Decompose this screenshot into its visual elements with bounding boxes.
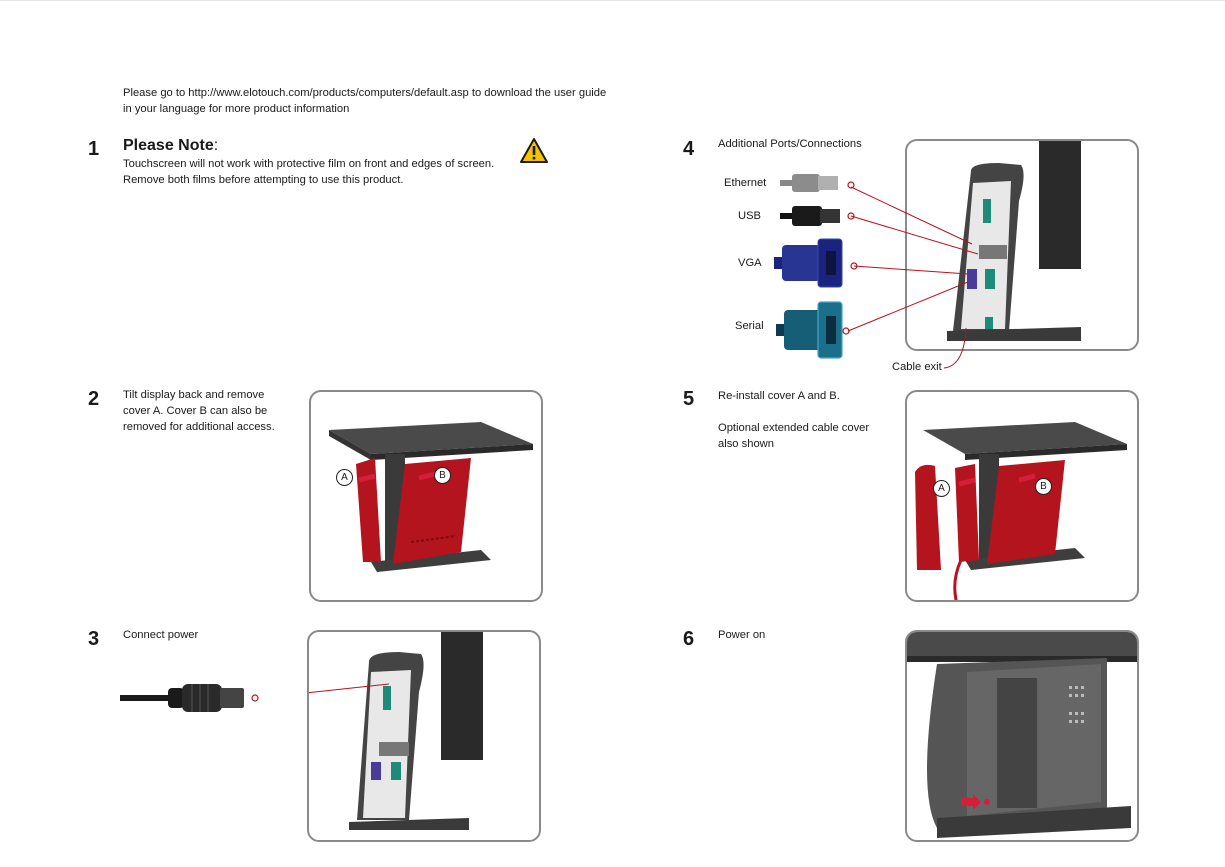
step-2-number: 2 bbox=[88, 388, 100, 410]
step-6-text: Power on bbox=[718, 629, 766, 641]
please-note-title: Please Note: bbox=[123, 137, 218, 155]
step-5-text: Re-install cover A and B. bbox=[718, 390, 840, 402]
step-4-number: 4 bbox=[683, 138, 695, 160]
usb-label: USB bbox=[738, 210, 762, 222]
step-3-number: 3 bbox=[88, 628, 100, 650]
serial-connector-icon bbox=[776, 301, 850, 359]
reinstall-cover-a-label: A bbox=[933, 480, 950, 497]
step-3-illustration bbox=[307, 630, 541, 842]
step-1-number: 1 bbox=[88, 138, 100, 160]
step-5-text-extended: Optional extended cable cover also shown bbox=[718, 422, 870, 450]
step-3-text: Connect power bbox=[123, 629, 199, 641]
step-1-text: Touchscreen will not work with protectiv… bbox=[123, 158, 495, 186]
warning-triangle-icon bbox=[520, 138, 548, 163]
reinstall-cover-b-label: B bbox=[1035, 478, 1052, 495]
ethernet-connector-icon bbox=[780, 174, 855, 192]
step-2-text: Tilt display back and remove cover A. Co… bbox=[123, 389, 275, 433]
cable-exit-label: Cable exit bbox=[892, 361, 942, 373]
cover-b-label: B bbox=[434, 467, 451, 484]
serial-label: Serial bbox=[735, 320, 764, 332]
please-note-colon: : bbox=[213, 137, 219, 154]
step-2-illustration bbox=[309, 390, 543, 602]
top-rule bbox=[0, 0, 1225, 1]
please-note-label: Please Note bbox=[123, 137, 214, 154]
intro-text: Please go to http://www.elotouch.com/pro… bbox=[123, 87, 607, 115]
cover-a-label: A bbox=[336, 469, 353, 486]
ethernet-label: Ethernet bbox=[724, 177, 767, 189]
usb-connector-icon bbox=[780, 206, 855, 226]
vga-label: VGA bbox=[738, 257, 762, 269]
power-plug-icon bbox=[120, 684, 259, 712]
step-4-illustration bbox=[905, 139, 1139, 351]
step-5-number: 5 bbox=[683, 388, 695, 410]
vga-connector-icon bbox=[774, 238, 858, 288]
step-6-illustration bbox=[905, 630, 1139, 842]
connection-callout-lines bbox=[847, 186, 979, 369]
step-6-number: 6 bbox=[683, 628, 695, 650]
step-4-text: Additional Ports/Connections bbox=[718, 138, 862, 150]
